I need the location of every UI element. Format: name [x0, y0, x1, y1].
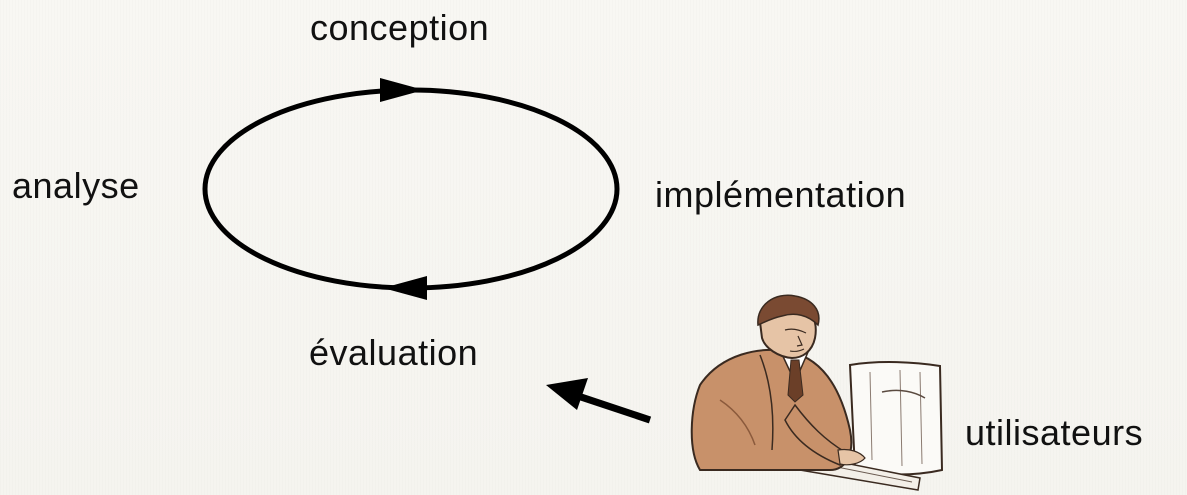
stage-label-implementation: implémentation — [655, 174, 907, 215]
arrowhead-left-icon — [383, 276, 427, 300]
stage-label-analyse: analyse — [12, 165, 140, 206]
stage-label-evaluation: évaluation — [309, 332, 479, 373]
user-at-computer-icon — [690, 294, 944, 491]
stage-label-conception: conception — [310, 7, 490, 48]
actor-label-users: utilisateurs — [965, 412, 1144, 453]
feedback-arrow-icon — [546, 378, 652, 424]
cycle-ellipse-icon — [202, 87, 620, 291]
arrowhead-right-icon — [380, 78, 424, 102]
